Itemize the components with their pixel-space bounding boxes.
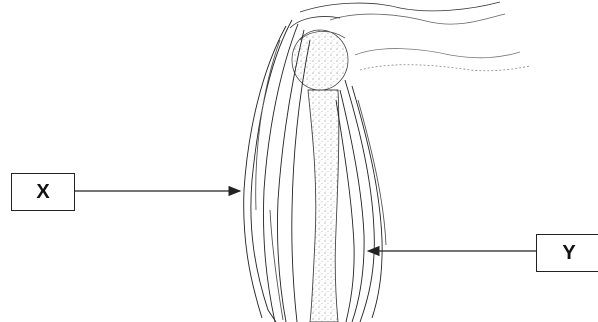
label-x-text: X	[36, 181, 49, 204]
label-y-text: Y	[562, 242, 575, 265]
label-box-y: Y	[536, 234, 598, 272]
triceps-muscle	[336, 80, 386, 322]
label-box-x: X	[11, 173, 75, 211]
shoulder-region	[290, 2, 530, 90]
humerus-bone	[308, 90, 339, 322]
